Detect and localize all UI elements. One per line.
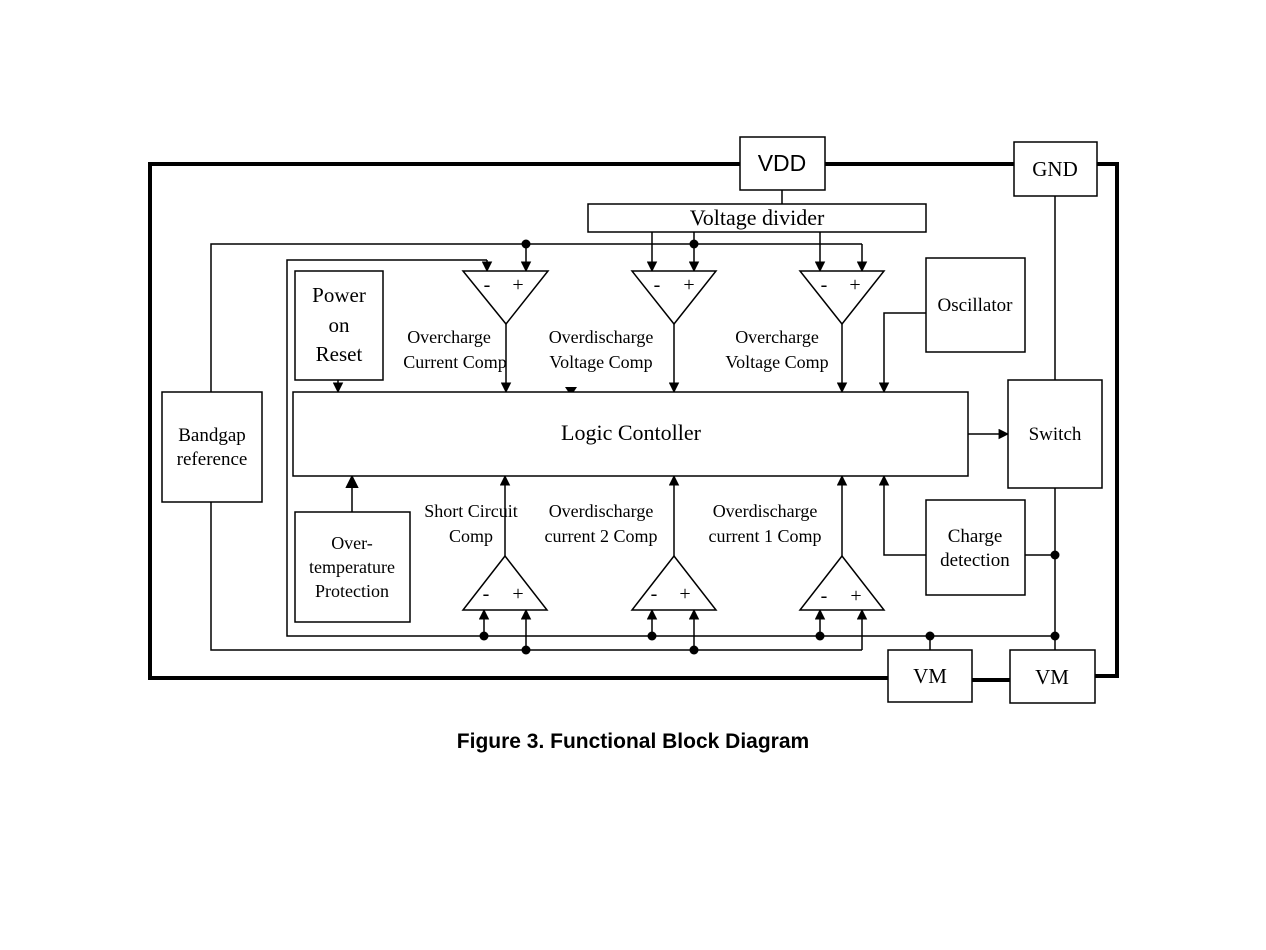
svg-text:detection: detection: [940, 550, 1010, 571]
junction-dots: [479, 239, 1060, 655]
switch-block: Switch: [1007, 379, 1103, 489]
svg-text:-: -: [654, 274, 661, 296]
overcharge-current-comparator: - + Overcharge Current Comp: [403, 270, 550, 372]
oscillator-block: Oscillator: [925, 257, 1026, 353]
svg-text:Overdischarge: Overdischarge: [549, 501, 654, 521]
overcharge-voltage-comparator: - + Overcharge Voltage Comp: [725, 270, 886, 372]
supply-bus: [148, 162, 1119, 682]
svg-text:+: +: [512, 274, 523, 296]
voltage-divider-block: Voltage divider: [587, 203, 927, 233]
svg-text:Voltage divider: Voltage divider: [690, 205, 825, 230]
svg-text:+: +: [850, 585, 861, 607]
svg-text:+: +: [512, 583, 523, 605]
svg-text:Overdischarge: Overdischarge: [549, 327, 654, 347]
overdischarge-current-1-comparator: - + Overdischarge current 1 Comp: [709, 501, 886, 611]
svg-text:GND: GND: [1032, 157, 1078, 181]
svg-text:Overcharge: Overcharge: [407, 327, 491, 347]
svg-text:Protection: Protection: [315, 581, 389, 601]
svg-text:on: on: [329, 313, 351, 337]
svg-text:+: +: [679, 583, 690, 605]
svg-text:+: +: [849, 274, 860, 296]
svg-text:Comp: Comp: [449, 526, 493, 546]
overdischarge-current-2-comparator: - + Overdischarge current 2 Comp: [545, 501, 718, 611]
svg-text:Current Comp: Current Comp: [403, 352, 507, 372]
svg-text:VM: VM: [1035, 665, 1069, 689]
logic-controller-block: Logic Contoller: [292, 391, 969, 477]
figure-caption: Figure 3. Functional Block Diagram: [457, 730, 809, 753]
svg-text:Over-: Over-: [331, 533, 373, 553]
svg-text:-: -: [821, 274, 828, 296]
svg-text:-: -: [483, 583, 490, 605]
charge-detection-block: Charge detection: [925, 499, 1026, 596]
vm-right-block: VM: [1009, 649, 1096, 704]
bandgap-reference-block: Bandgap reference: [161, 391, 263, 503]
signal-wires: [210, 190, 1056, 651]
svg-text:Overdischarge: Overdischarge: [713, 501, 818, 521]
svg-text:+: +: [683, 274, 694, 296]
svg-text:reference: reference: [177, 449, 248, 470]
svg-text:VM: VM: [913, 664, 947, 688]
power-on-reset-block: Power on Reset: [294, 270, 384, 381]
over-temperature-block: Over- temperature Protection: [294, 511, 411, 623]
vm-left-block: VM: [887, 649, 973, 703]
svg-text:-: -: [821, 585, 828, 607]
vdd-block: VDD: [739, 136, 826, 191]
svg-text:Logic Contoller: Logic Contoller: [561, 420, 702, 445]
svg-text:Voltage Comp: Voltage Comp: [549, 352, 652, 372]
svg-text:VDD: VDD: [758, 150, 807, 176]
svg-text:Charge: Charge: [948, 526, 1003, 547]
svg-text:Reset: Reset: [316, 342, 363, 366]
svg-text:Voltage Comp: Voltage Comp: [725, 352, 828, 372]
short-circuit-comparator: - + Short Circuit Comp: [424, 501, 549, 611]
svg-text:current 1 Comp: current 1 Comp: [709, 526, 822, 546]
overdischarge-voltage-comparator: - + Overdischarge Voltage Comp: [549, 270, 718, 372]
svg-text:Oscillator: Oscillator: [938, 295, 1014, 316]
svg-text:Short Circuit: Short Circuit: [424, 501, 518, 521]
svg-text:Switch: Switch: [1029, 424, 1082, 445]
svg-text:-: -: [484, 274, 491, 296]
svg-text:Power: Power: [312, 283, 366, 307]
svg-text:temperature: temperature: [309, 557, 395, 577]
svg-text:-: -: [651, 583, 658, 605]
gnd-block: GND: [1013, 141, 1098, 197]
svg-text:current 2 Comp: current 2 Comp: [545, 526, 658, 546]
svg-text:Bandgap: Bandgap: [178, 425, 246, 446]
svg-text:Overcharge: Overcharge: [735, 327, 819, 347]
